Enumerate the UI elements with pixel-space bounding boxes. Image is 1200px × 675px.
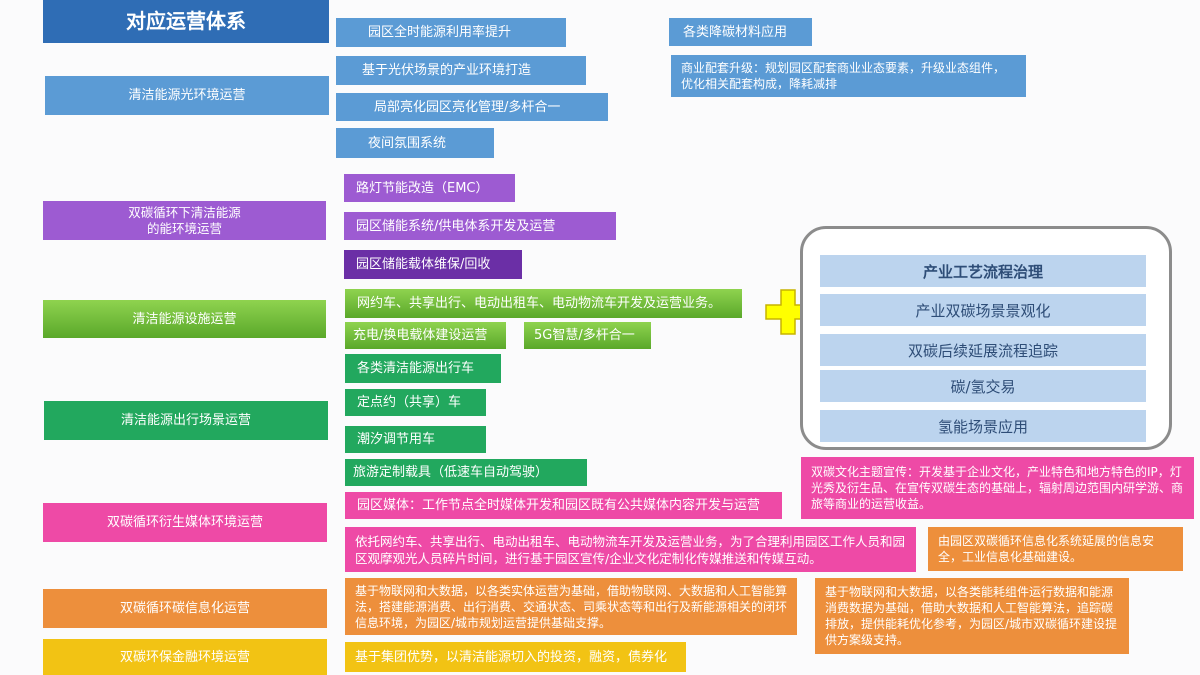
light-item: 基于光伏场景的产业环境打造 [336, 56, 586, 85]
panel-item: 氢能场景应用 [820, 410, 1146, 442]
facility-item: 充电/换电载体建设运营 [345, 322, 506, 349]
finance-item: 基于集团优势，以清洁能源切入的投资，融资，债券化 [345, 642, 686, 672]
light-item: 夜间氛围系统 [336, 128, 494, 158]
info-item: 基于物联网和大数据，以各类实体运营为基础，借助物联网、大数据和人工智能算法，搭建… [345, 578, 797, 635]
travel-item: 各类清洁能源出行车 [345, 354, 501, 383]
media-item: 双碳文化主题宣传：开发基于企业文化，产业特色和地方特色的IP，灯光秀及衍生品、在… [801, 457, 1194, 519]
energy-item: 园区储能载体维保/回收 [344, 250, 522, 279]
media-item: 园区媒体：工作节点全时媒体开发和园区既有公共媒体内容开发与运营 [345, 492, 782, 519]
right-top-item: 商业配套升级：规划园区配套商业业态要素，升级业态组件，优化相关配套构成，降耗减排 [671, 55, 1026, 97]
page-title: 对应运营体系 [43, 0, 329, 43]
right-top-item: 各类降碳材料应用 [669, 18, 812, 46]
travel-item: 定点约（共享）车 [345, 389, 486, 416]
facility-item: 5G智慧/多杆合一 [524, 322, 651, 349]
energy-item: 路灯节能改造（EMC） [344, 174, 515, 202]
energy-item: 园区储能系统/供电体系开发及运营 [344, 212, 616, 240]
panel-item: 产业双碳场景景观化 [820, 294, 1146, 326]
media-item: 由园区双碳循环信息化系统延展的信息安全，工业信息化基础建设。 [928, 527, 1183, 571]
category-energy-env: 双碳循环下清洁能源 的能环境运营 [43, 201, 326, 240]
category-travel: 清洁能源出行场景运营 [44, 401, 328, 440]
info-item: 基于物联网和大数据，以各类能耗组件运行数据和能源消费数据为基础，借助大数据和人工… [815, 578, 1129, 654]
light-item: 园区全时能源利用率提升 [336, 18, 566, 47]
panel-item: 双碳后续延展流程追踪 [820, 334, 1146, 366]
panel-item: 碳/氢交易 [820, 370, 1146, 402]
facility-item: 网约车、共享出行、电动出租车、电动物流车开发及运营业务。 [345, 289, 742, 318]
plus-cross-icon [765, 289, 811, 335]
light-item: 局部亮化园区亮化管理/多杆合一 [336, 93, 608, 121]
category-finance: 双碳环保金融环境运营 [43, 639, 327, 675]
category-clean-light: 清洁能源光环境运营 [45, 76, 329, 115]
category-facility: 清洁能源设施运营 [43, 300, 326, 338]
panel-item: 产业工艺流程治理 [820, 255, 1146, 287]
media-item: 依托网约车、共享出行、电动出租车、电动物流车开发及运营业务，为了合理利用园区工作… [345, 527, 916, 572]
travel-item: 潮汐调节用车 [345, 426, 486, 453]
travel-item: 旅游定制载具（低速车自动驾驶） [345, 459, 587, 486]
category-info: 双碳循环碳信息化运营 [43, 589, 327, 628]
category-media: 双碳循环衍生媒体环境运营 [43, 503, 327, 542]
